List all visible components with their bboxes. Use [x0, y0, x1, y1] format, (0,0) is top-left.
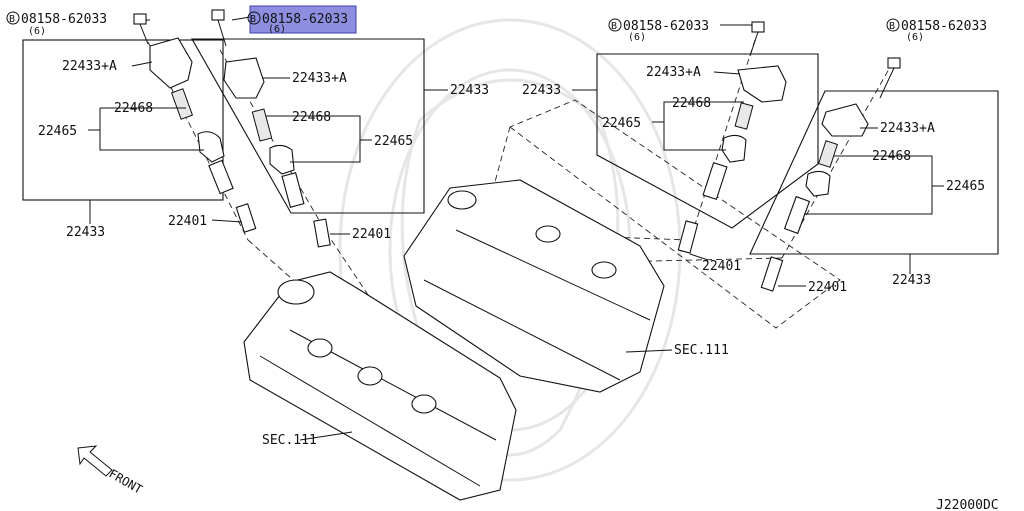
selection-highlight — [249, 5, 357, 34]
coil-set-right-1 — [677, 21, 787, 254]
label-coil-l2: 22433+A — [292, 71, 347, 86]
svg-text:B: B — [611, 21, 617, 32]
svg-text:B: B — [9, 14, 15, 25]
leader-lines — [88, 16, 944, 441]
bolt-callout-4: B 08158-62033 (6) — [886, 18, 987, 43]
label-coil-l1: 22433+A — [62, 59, 117, 74]
bolt-qty-label: (6) — [268, 24, 286, 35]
assembly-box-right-2 — [749, 90, 999, 255]
bolt-callout-1: B 08158-62033 (6) — [6, 11, 107, 37]
front-direction-arrow: FRONT — [77, 445, 145, 497]
label-assembly-r1: 22433 — [522, 83, 561, 98]
bolt-part-label: 08158-62033 — [262, 12, 348, 27]
label-spring-r1: 22468 — [672, 96, 711, 111]
bolt-qty-label: (6) — [906, 32, 924, 43]
label-spring-l2: 22468 — [292, 110, 331, 125]
label-assembly-l2: 22433 — [450, 83, 489, 98]
coil-set-left-1 — [133, 13, 257, 233]
bolt-part-label: 08158-62033 — [21, 12, 107, 27]
label-section-rear: SEC.111 — [674, 343, 729, 358]
coil-set-left-2 — [211, 9, 331, 248]
svg-text:B: B — [889, 21, 895, 32]
label-coil-r2: 22433+A — [880, 121, 935, 136]
bolt-qty-label: (6) — [28, 26, 46, 37]
label-spring-l1: 22468 — [114, 101, 153, 116]
cylinder-head-rear — [403, 179, 665, 393]
label-plug-l1: 22401 — [168, 214, 207, 229]
label-plug-l2: 22401 — [352, 227, 391, 242]
drawing-code: J22000DC — [936, 498, 999, 511]
assembly-box-left-2 — [191, 38, 425, 214]
assembly-box-right-1 — [596, 53, 819, 229]
label-boot-l2: 22465 — [374, 134, 413, 149]
coil-set-right-2 — [760, 57, 901, 292]
label-spring-r2: 22468 — [872, 149, 911, 164]
assembly-box-left-1 — [22, 39, 224, 201]
label-boot-l1: 22465 — [38, 124, 77, 139]
label-plug-r2: 22401 — [808, 280, 847, 295]
bolt-part-label: 08158-62033 — [901, 19, 987, 34]
bolt-part-label: 08158-62033 — [623, 19, 709, 34]
label-assembly-l1: 22433 — [66, 225, 105, 240]
bolt-callout-3: B 08158-62033 (6) — [608, 18, 752, 43]
label-assembly-r2: 22433 — [892, 273, 931, 288]
label-boot-r2: 22465 — [946, 179, 985, 194]
svg-text:B: B — [250, 14, 256, 25]
cylinder-head-front — [243, 271, 517, 501]
label-coil-r1: 22433+A — [646, 65, 701, 80]
label-plug-r1: 22401 — [702, 259, 741, 274]
front-label: FRONT — [107, 466, 145, 496]
bolt-qty-label: (6) — [628, 32, 646, 43]
bolt-callout-2-highlighted: B 08158-62033 (6) — [247, 5, 357, 35]
label-section-front: SEC.111 — [262, 433, 317, 448]
label-boot-r1: 22465 — [602, 116, 641, 131]
